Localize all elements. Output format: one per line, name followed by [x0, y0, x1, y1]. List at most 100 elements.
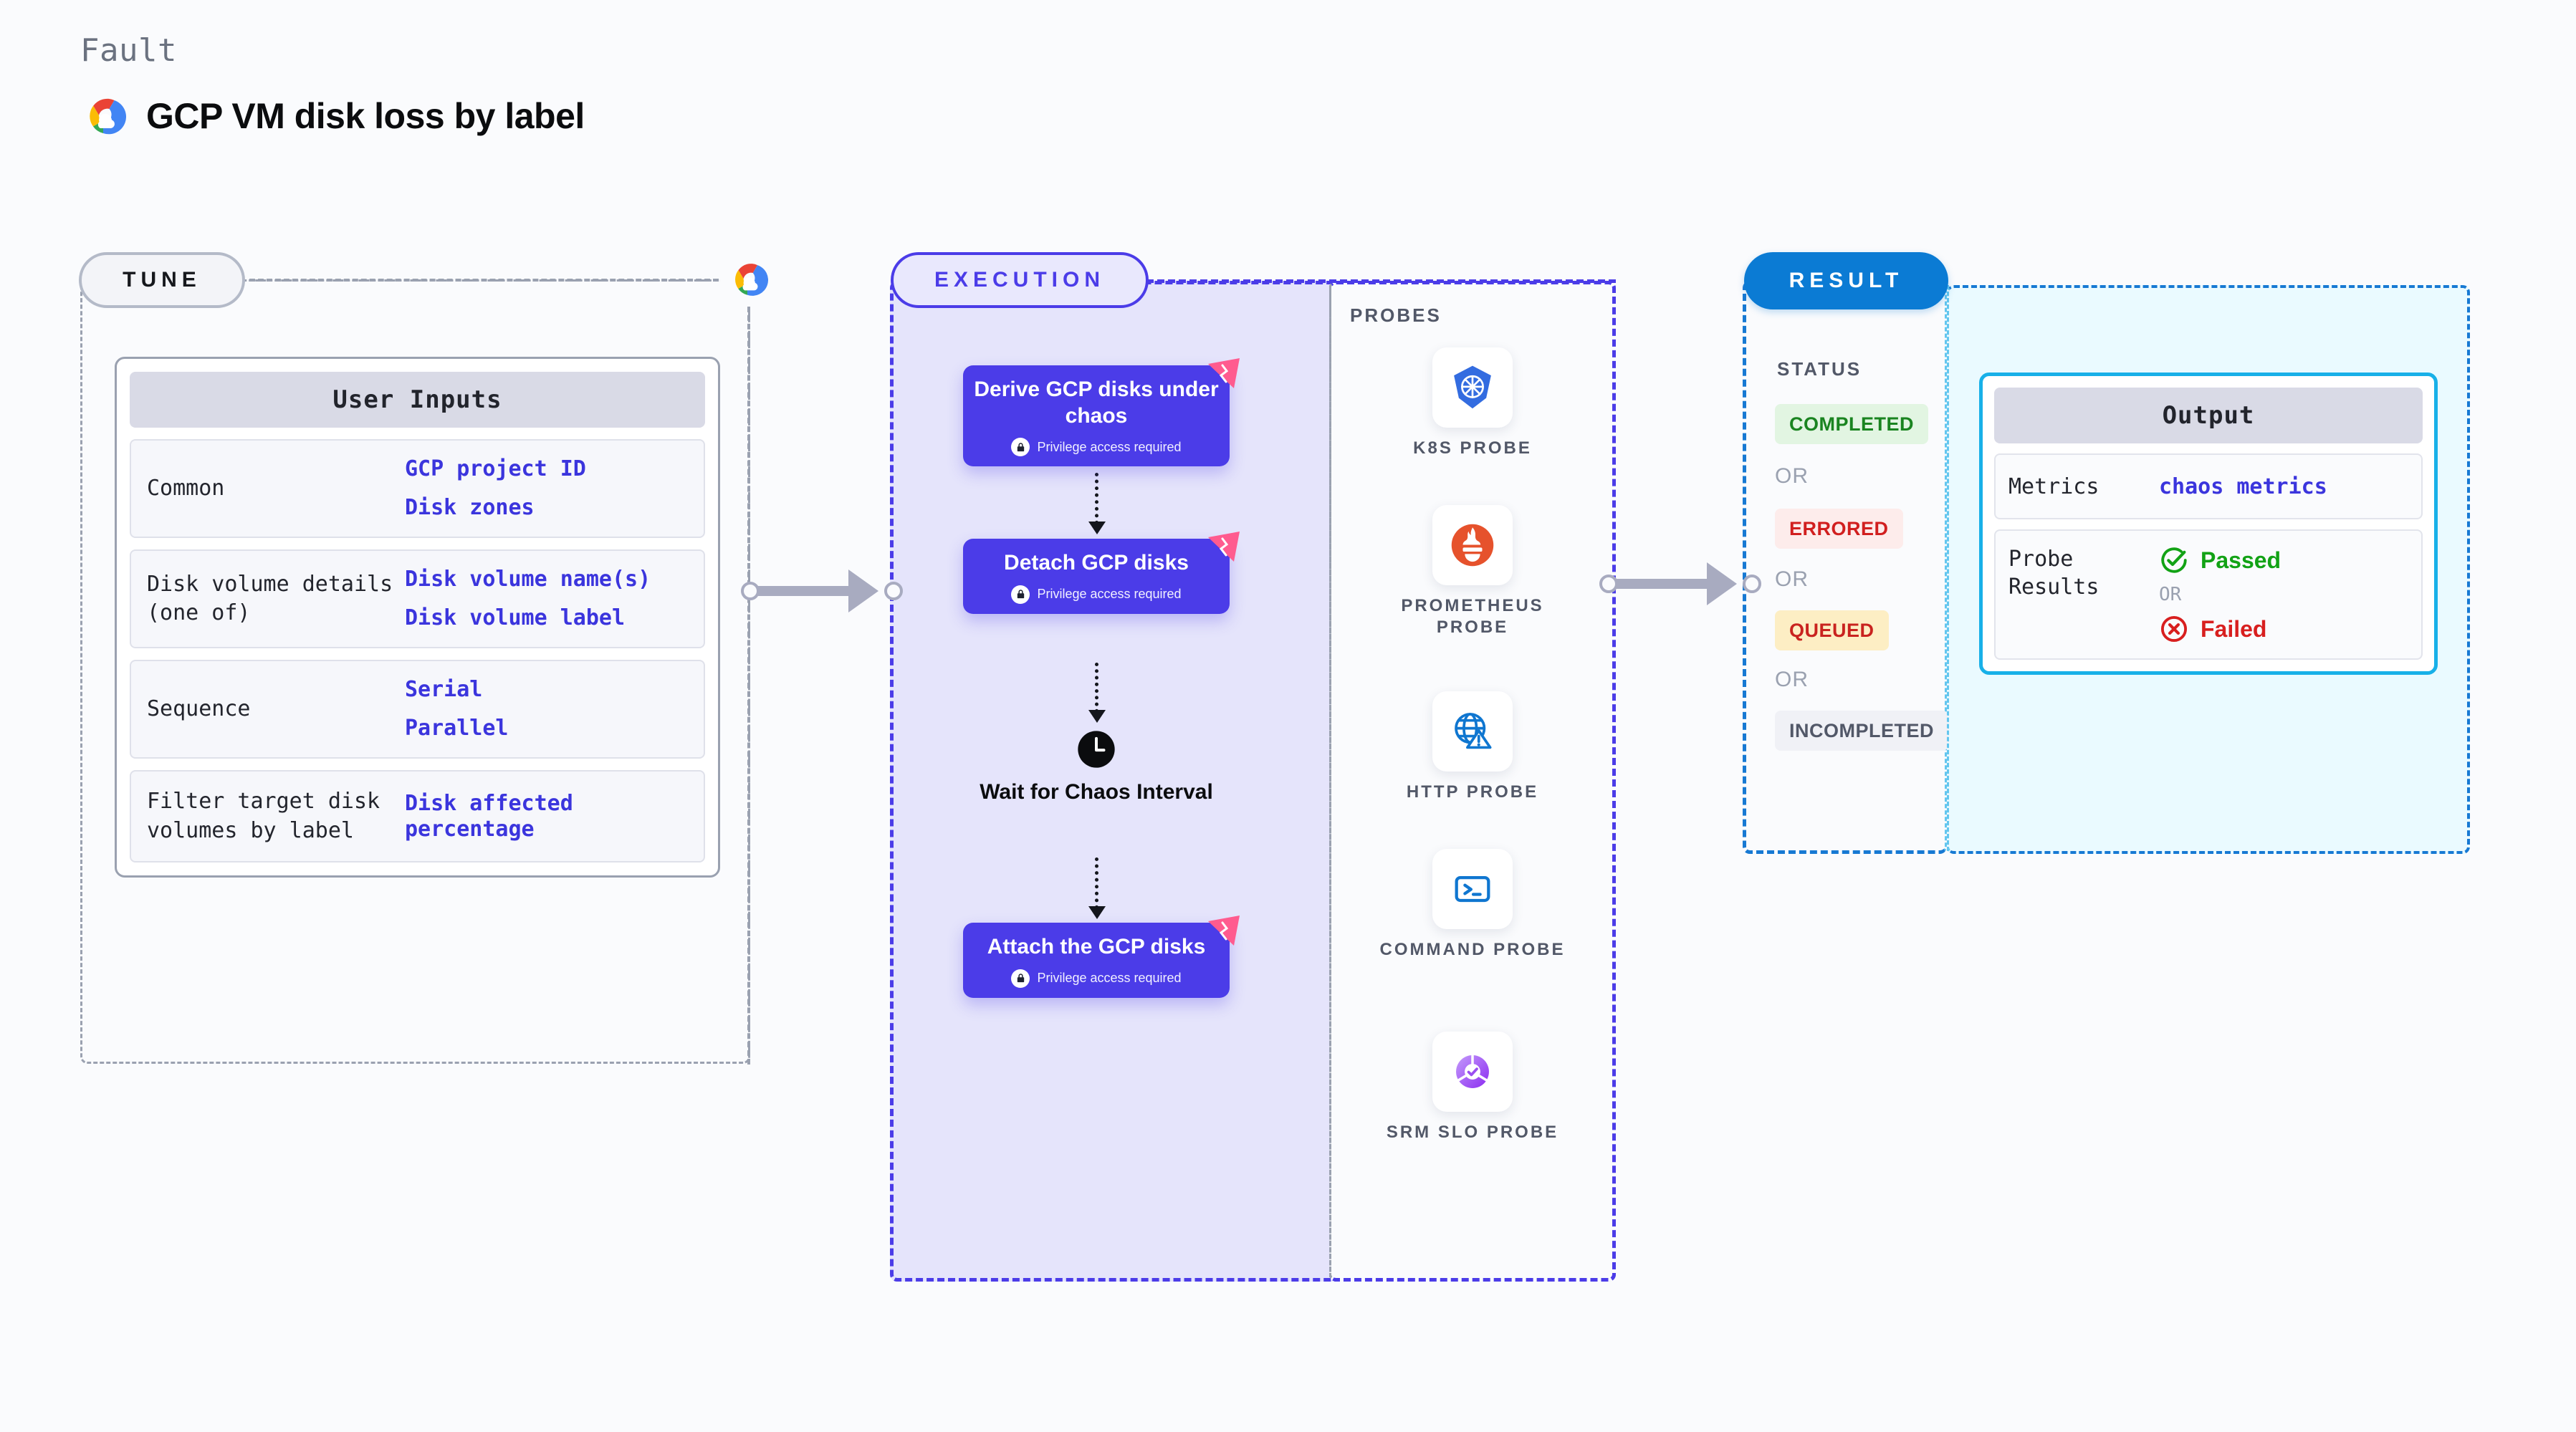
stage-badge-tune[interactable]: TUNE [79, 252, 245, 308]
input-value: Serial [405, 677, 483, 702]
connector-end-node [1743, 575, 1761, 593]
tune-vertical-dashed-line [747, 307, 750, 1065]
input-row-values: GCP project ID Disk zones [405, 456, 586, 521]
check-circle-icon [2161, 547, 2187, 573]
probe-command[interactable]: COMMAND PROBE [1365, 849, 1580, 961]
status-badge-completed: COMPLETED [1775, 404, 1929, 444]
probes-title: PROBES [1350, 304, 1442, 326]
prometheus-icon [1432, 505, 1513, 585]
user-inputs-card: User Inputs Common GCP project ID Disk z… [115, 357, 720, 878]
input-value: GCP project ID [405, 456, 586, 481]
kubernetes-icon [1432, 347, 1513, 428]
output-card-title: Output [1994, 388, 2423, 443]
probe-k8s[interactable]: K8S PROBE [1365, 347, 1580, 459]
input-value: Disk zones [405, 495, 535, 520]
x-circle-icon [2160, 615, 2188, 643]
clock-icon [1078, 731, 1115, 768]
tune-provider-icon [720, 252, 775, 307]
result-output-divider [1947, 285, 1949, 851]
execution-node-derive-disks[interactable]: Derive GCP disks under chaos Privilege a… [963, 358, 1240, 467]
probe-label: SRM SLO PROBE [1386, 1123, 1559, 1142]
output-row-metrics[interactable]: Metrics chaos metrics [1994, 453, 2423, 519]
privilege-note: Privilege access required [973, 969, 1220, 988]
status-badge-errored: ERRORED [1775, 509, 1903, 549]
connector-arrowhead [848, 570, 878, 612]
chaos-ribbon-icon [1208, 916, 1240, 946]
output-row-value: chaos metrics [2159, 474, 2327, 499]
lock-icon [1011, 438, 1030, 457]
probe-result-failed: Failed [2159, 614, 2281, 644]
privilege-note-text: Privilege access required [1037, 439, 1182, 454]
probe-prometheus[interactable]: PROMETHEUS PROBE [1365, 505, 1580, 638]
chaos-ribbon-icon [1208, 532, 1240, 562]
connector-execution-to-result [1599, 559, 1764, 609]
probe-result-failed-label: Failed [2201, 615, 2267, 642]
srm-slo-icon [1432, 1032, 1513, 1112]
page-title-row: GCP VM disk loss by label [80, 93, 585, 139]
status-badge-queued: QUEUED [1775, 610, 1889, 650]
output-row-key: Probe Results [2008, 547, 2099, 600]
stage-badge-result[interactable]: RESULT [1744, 252, 1948, 309]
probe-result-passed-label: Passed [2201, 547, 2281, 573]
connector-end-node [884, 582, 903, 600]
execution-flow-arrow-1 [1088, 473, 1106, 534]
connector-line [757, 586, 858, 596]
lock-icon [1011, 585, 1030, 604]
user-input-row-filter-target[interactable]: Filter target disk volumes by label Disk… [130, 770, 705, 862]
input-value: Disk volume name(s) [405, 567, 651, 592]
privilege-note-text: Privilege access required [1037, 971, 1182, 986]
user-input-row-sequence[interactable]: Sequence Serial Parallel [130, 660, 705, 759]
chaos-ribbon-icon [1208, 358, 1240, 388]
probe-result-or: OR [2159, 584, 2182, 605]
privilege-note-text: Privilege access required [1037, 587, 1182, 602]
user-input-row-disk-volume-details[interactable]: Disk volume details (one of) Disk volume… [130, 549, 705, 648]
execution-node-label: Attach the GCP disks [987, 935, 1206, 958]
http-globe-warning-icon [1432, 691, 1513, 772]
probe-label: HTTP PROBE [1406, 782, 1539, 802]
tune-dashed-connector [249, 279, 719, 282]
google-cloud-icon [80, 93, 126, 139]
execution-node-label: Derive GCP disks under chaos [974, 378, 1219, 428]
status-badge-incompleted: INCOMPLETED [1775, 711, 1949, 751]
execution-wait-label: Wait for Chaos Interval [980, 780, 1213, 804]
privilege-note: Privilege access required [973, 585, 1220, 604]
input-row-key: Sequence [147, 696, 251, 721]
user-inputs-title: User Inputs [130, 372, 705, 428]
status-or-1: OR [1775, 464, 1809, 488]
probe-result-values: Passed OR Failed [2159, 545, 2281, 644]
input-row-key: Disk volume details (one of) [147, 571, 393, 626]
connector-tune-to-execution [741, 566, 906, 616]
probes-divider [1329, 285, 1331, 1277]
execution-node-detach-disks[interactable]: Detach GCP disks Privilege access requir… [963, 532, 1240, 614]
status-or-2: OR [1775, 567, 1809, 591]
terminal-icon [1432, 849, 1513, 929]
probe-result-passed: Passed [2159, 545, 2281, 575]
execution-dashed-connector [1146, 279, 1616, 283]
execution-wait-step[interactable]: Wait for Chaos Interval [963, 729, 1230, 806]
connector-line [1615, 579, 1717, 589]
stage-badge-execution[interactable]: EXECUTION [891, 252, 1149, 308]
user-input-row-common[interactable]: Common GCP project ID Disk zones [130, 439, 705, 538]
output-row-probe-results[interactable]: Probe Results Passed OR Failed [1994, 529, 2423, 660]
execution-node-label: Detach GCP disks [1004, 551, 1189, 575]
input-row-values: Serial Parallel [405, 677, 509, 741]
input-value: Parallel [405, 716, 509, 741]
lock-icon [1011, 969, 1030, 988]
execution-flow-arrow-2 [1088, 663, 1106, 723]
input-value: Disk affected percentage [405, 790, 573, 842]
probe-srm-slo[interactable]: SRM SLO PROBE [1365, 1032, 1580, 1143]
execution-node-attach-disks[interactable]: Attach the GCP disks Privilege access re… [963, 916, 1240, 998]
connector-arrowhead [1707, 562, 1737, 605]
probe-http[interactable]: HTTP PROBE [1365, 691, 1580, 803]
result-status-heading: STATUS [1777, 358, 1862, 380]
input-row-values: Disk volume name(s) Disk volume label [405, 567, 651, 631]
input-row-key: Common [147, 475, 225, 501]
input-value: Disk volume label [405, 605, 626, 630]
execution-flow-arrow-3 [1088, 857, 1106, 919]
privilege-note: Privilege access required [973, 438, 1220, 457]
probe-label: K8S PROBE [1413, 438, 1532, 458]
probes-panel [1329, 281, 1616, 1282]
output-card: Output Metrics chaos metrics Probe Resul… [1979, 373, 2438, 675]
input-row-key: Filter target disk volumes by label [147, 789, 380, 843]
